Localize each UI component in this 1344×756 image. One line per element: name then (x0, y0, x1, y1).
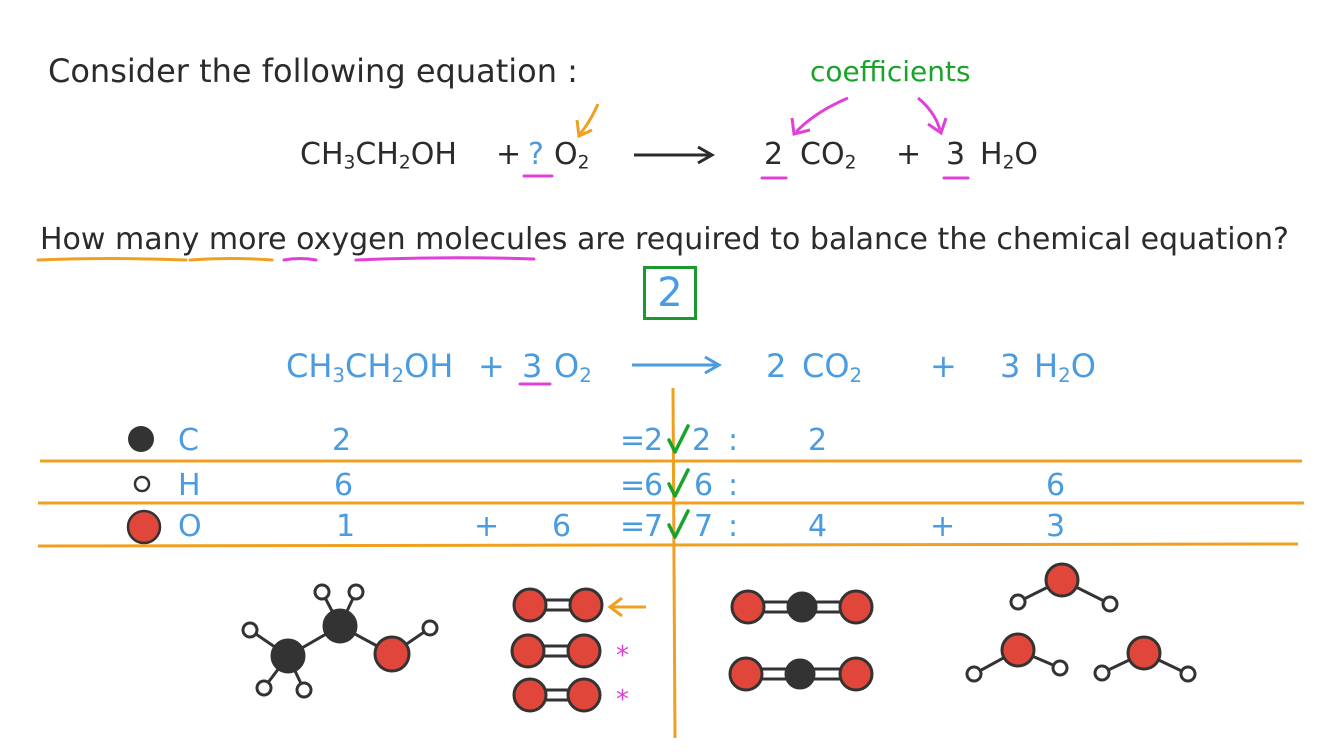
row-c-right-total: 2 (692, 423, 712, 458)
row-c-left-total: 2 (644, 423, 664, 458)
coef-arrow-right (917, 96, 942, 131)
coef-arrow-left-head (790, 117, 811, 136)
row-h-eq-left: = (620, 468, 646, 503)
row-c-element: C (178, 423, 199, 458)
eq1-product2: H2O (980, 137, 1039, 174)
row-c-eq-right: : (728, 423, 739, 458)
eq1-product1-coef: 2 (764, 137, 784, 172)
question-text: How many more oxygen molecules are requi… (40, 222, 1289, 257)
underline-oxygen (282, 257, 318, 262)
checkmark-icon (667, 424, 690, 454)
asterisk-icon: * (616, 641, 629, 671)
underline-molecules (354, 256, 536, 262)
eq1-reactant2: O2 (554, 137, 590, 174)
oxygen-atom-icon (126, 509, 162, 545)
row-c-right-a: 2 (808, 423, 828, 458)
row-o-right-total: 7 (694, 509, 714, 544)
coef-arrow-right-head (927, 117, 948, 136)
h2o-molecule-icon (965, 632, 1069, 683)
asterisk-icon: * (616, 685, 629, 715)
row-o-left-b: 6 (552, 509, 572, 544)
coefficients-label: coefficients (810, 55, 971, 88)
eq1-plus2: + (896, 137, 922, 172)
eq2-reactant1: CH3CH2OH (286, 347, 454, 387)
row-h-right-total: 6 (694, 468, 714, 503)
co2-molecule-icon (730, 589, 874, 625)
eq1-unknown-coef: ? (528, 137, 544, 172)
eq2-plus2: + (930, 347, 957, 385)
underline-how-many (36, 257, 188, 262)
eq2-product1-coef: 2 (766, 347, 787, 385)
row-o-plus-right: + (930, 509, 956, 544)
eq2-product2: H2O (1034, 347, 1096, 387)
ethanol-molecule-icon (241, 583, 439, 699)
row-o-eq-right: : (728, 509, 739, 544)
row-h-right-b: 6 (1046, 468, 1066, 503)
row-o-left-a: 1 (336, 509, 356, 544)
o2-molecule-icon (512, 587, 604, 623)
row-h-left-total: 6 (644, 468, 664, 503)
co2-molecule-icon (728, 656, 874, 692)
carbon-atom-icon (128, 426, 154, 452)
eq1-reactant1: CH3CH2OH (300, 137, 457, 174)
checkmark-icon (667, 468, 690, 498)
question-arrow-head (575, 119, 593, 139)
row-o-right-a: 4 (808, 509, 828, 544)
row-c-left-a: 2 (332, 423, 352, 458)
o2-molecule-icon (512, 677, 602, 713)
eq1-product2-coef: 3 (946, 137, 966, 172)
h2o-molecule-icon (1009, 562, 1119, 613)
underline-more (188, 257, 274, 262)
question-arrow (578, 103, 600, 135)
row-o-left-total: 7 (644, 509, 664, 544)
row-o-plus-left: + (474, 509, 500, 544)
eq2-product1: CO2 (802, 347, 863, 387)
o2-molecule-icon (510, 633, 602, 669)
eq1-product1: CO2 (800, 137, 857, 174)
eq1-reaction-arrow (634, 145, 716, 165)
row-o-element: O (178, 509, 202, 544)
eq1-plus1: + (496, 137, 522, 172)
eq2-reactant2: O2 (554, 347, 592, 387)
hydrogen-atom-icon (133, 475, 151, 493)
h2o-molecule-icon (1093, 635, 1197, 683)
row-o-right-b: 3 (1046, 509, 1066, 544)
row-h-left-a: 6 (334, 468, 354, 503)
checkmark-icon (667, 509, 690, 539)
eq2-reaction-arrow (632, 355, 723, 375)
row-h-element: H (178, 468, 201, 503)
row-h-eq-right: : (728, 468, 739, 503)
row-o-eq-left: = (620, 509, 646, 544)
eq2-plus1: + (478, 347, 505, 385)
intro-text: Consider the following equation : (48, 52, 578, 90)
coef-arrow-left (794, 96, 849, 134)
arrow-icon (607, 596, 646, 618)
row-c-eq-left: = (620, 423, 646, 458)
table-divider (671, 387, 677, 739)
eq2-product2-coef: 3 (1000, 347, 1021, 385)
eq2-reactant2-coef: 3 (522, 347, 543, 385)
table-line-3 (37, 542, 1299, 548)
answer-box: 2 (643, 266, 697, 320)
